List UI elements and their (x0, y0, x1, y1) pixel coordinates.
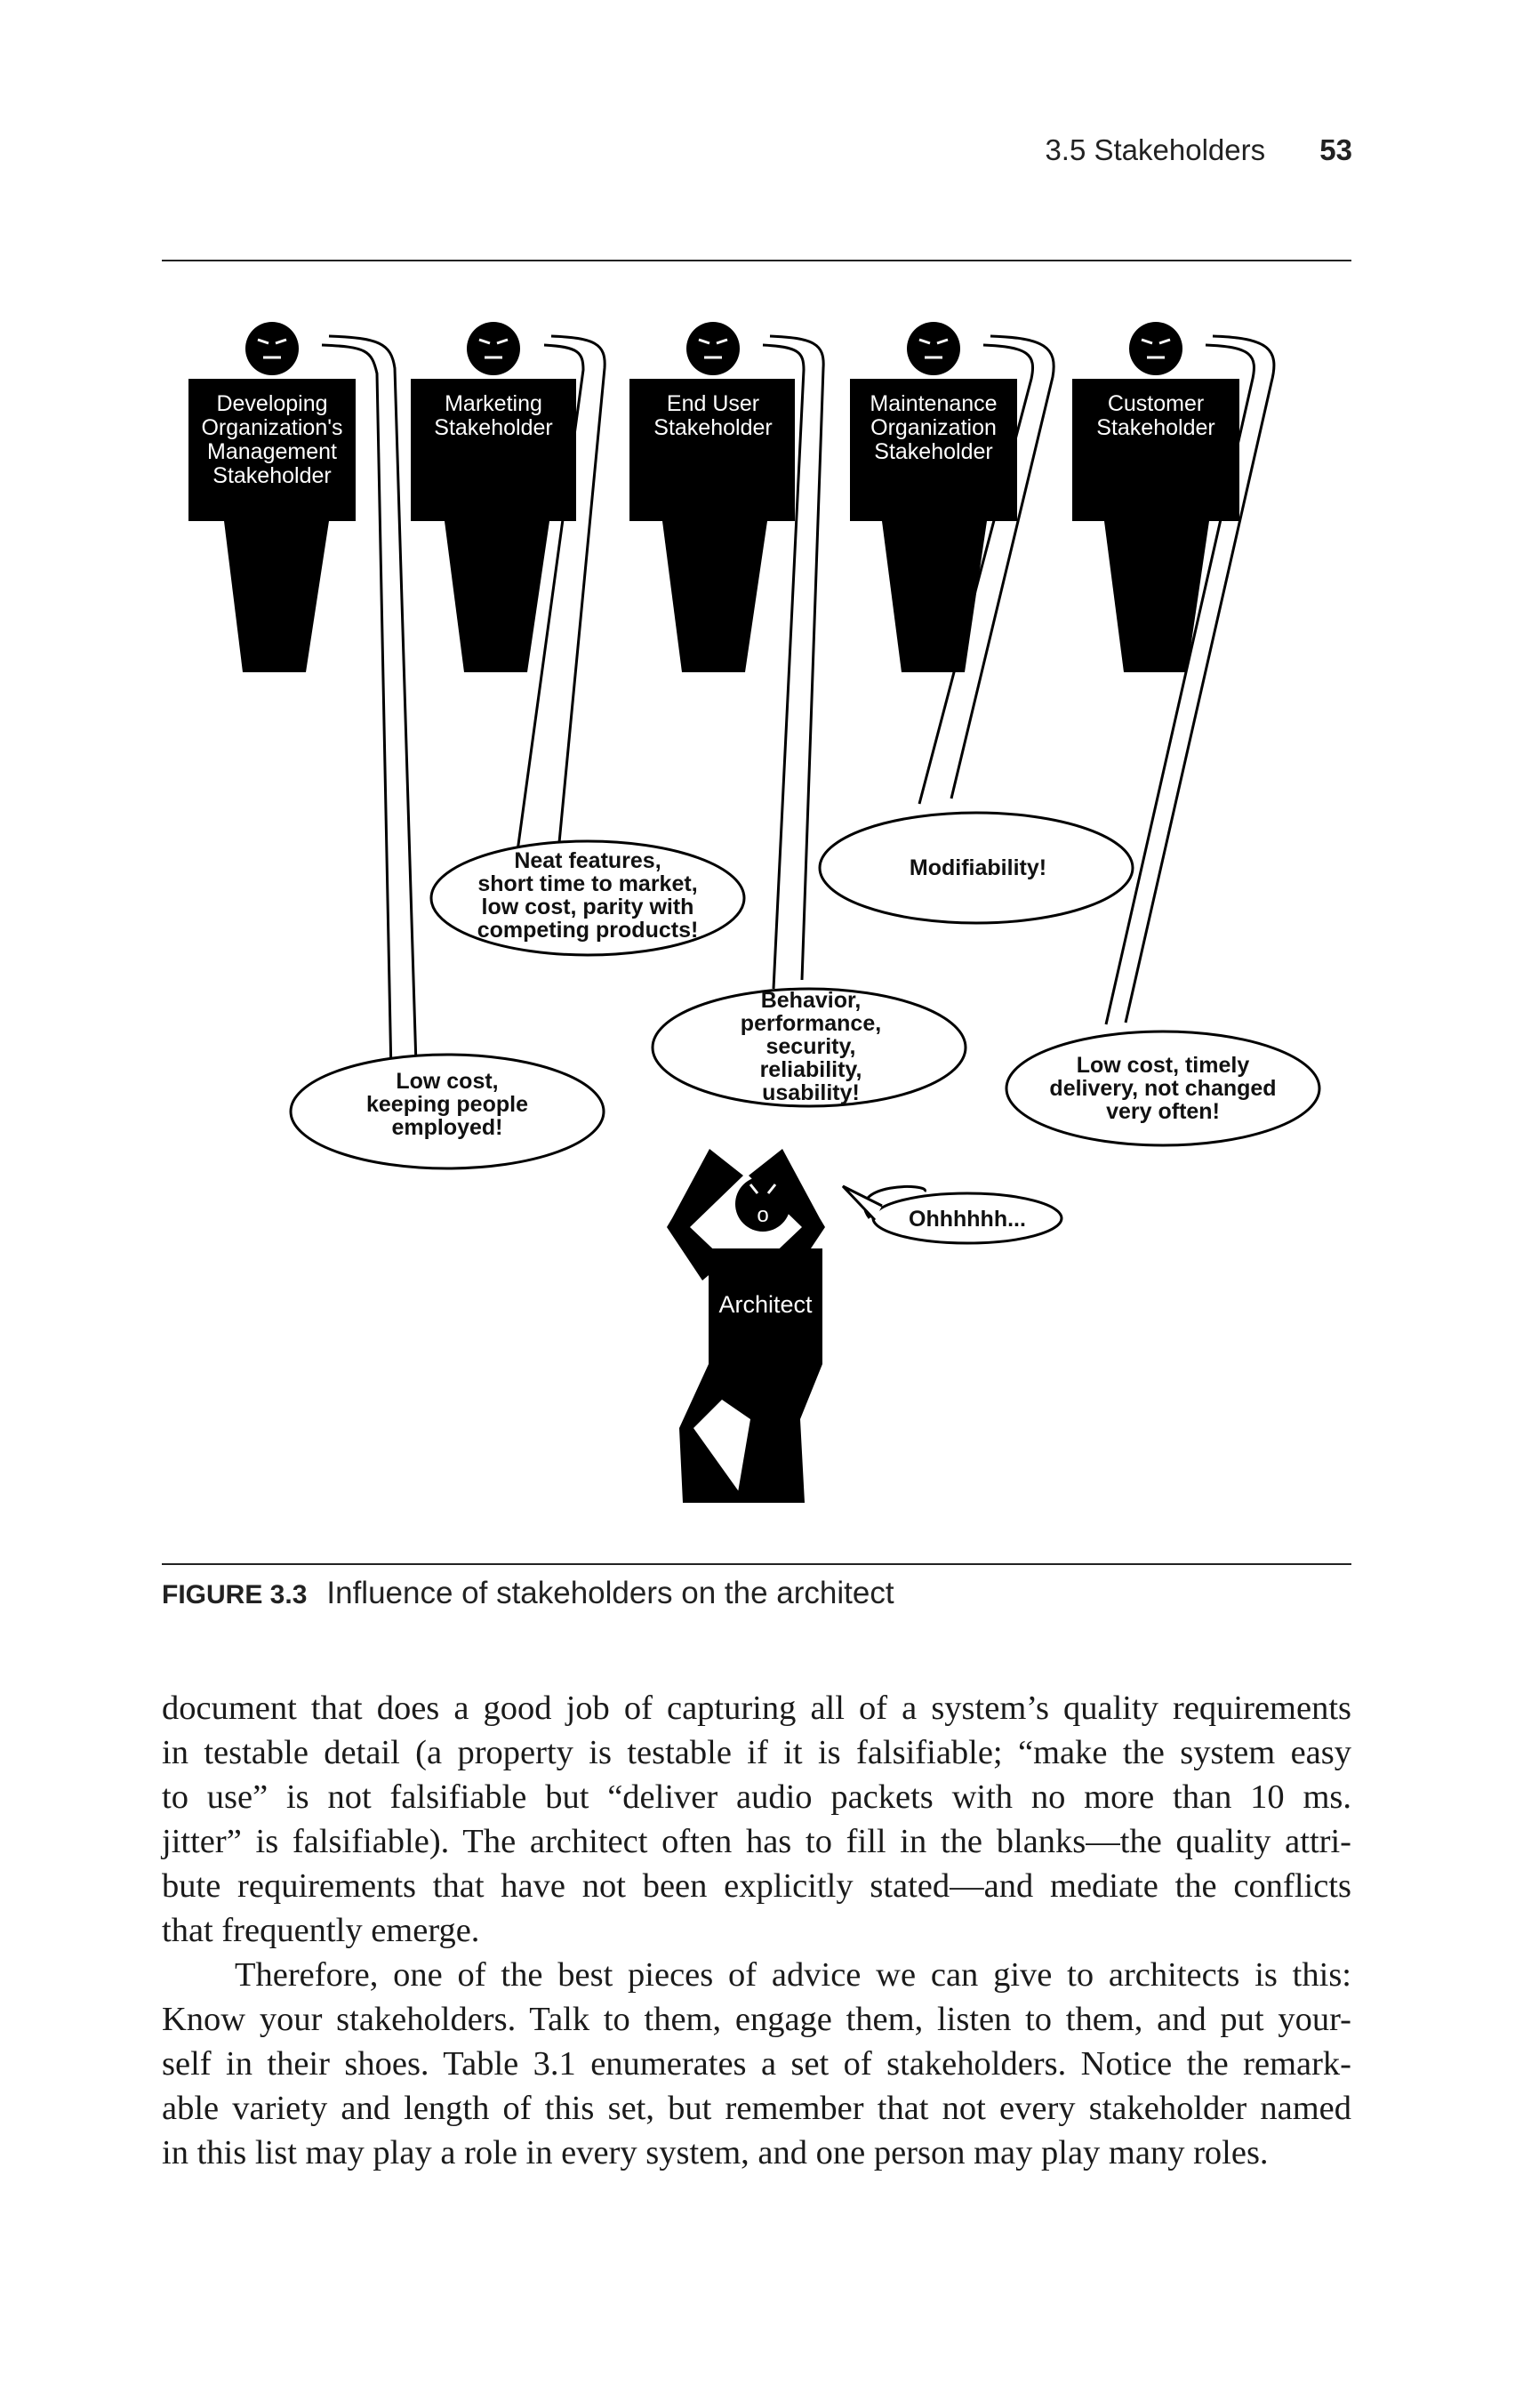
body-block (188, 379, 356, 521)
bubble-tail-line (550, 334, 606, 853)
stakeholder-label-customer: Stakeholder (1096, 415, 1214, 440)
head-icon (905, 320, 962, 377)
stakeholder-label-maintenance-org: Organization (870, 415, 997, 440)
stakeholder-label-end-user: Stakeholder (653, 415, 772, 440)
stakeholder-figure-developing-org-management (188, 320, 356, 672)
page-number: 53 (1319, 133, 1352, 166)
speech-bubble-text-maintenance-org: Modifiability! (910, 855, 1046, 880)
bubble-tail-line (1104, 343, 1255, 1025)
speech-bubble-text-marketing: low cost, parity with (482, 895, 694, 919)
body-line: to use” is not falsifiable but “deliver … (162, 1778, 1351, 1816)
speech-bubble-text-customer: delivery, not changed (1049, 1076, 1276, 1101)
speech-bubble-developing-org-management (289, 1053, 605, 1170)
speech-bubble-text-end-user: reliability, (760, 1057, 862, 1082)
top-rule (162, 260, 1351, 261)
head-icon (1127, 320, 1184, 377)
body-block (850, 379, 1017, 521)
stakeholder-figure-maintenance-org (850, 320, 1017, 672)
head-icon (244, 320, 301, 377)
bubble-tail-line (769, 334, 825, 981)
head-icon (465, 320, 522, 377)
speech-bubble-text-end-user: performance, (741, 1011, 881, 1036)
legs-shape (662, 521, 767, 672)
architect-figure: o Architect (667, 1149, 825, 1503)
architect-label: Architect (718, 1291, 813, 1318)
architect-mouth: o (757, 1203, 768, 1227)
running-head: 3.5 Stakeholders 53 (1045, 133, 1352, 167)
figure-caption-text: Influence of stakeholders on the archite… (326, 1576, 894, 1610)
bubble-tail-line (762, 343, 806, 990)
body-text: document that does a good job of capturi… (162, 1686, 1351, 2175)
stakeholder-label-developing-org-management: Stakeholder (212, 463, 331, 488)
bubble-tail-line (514, 343, 585, 865)
stakeholder-label-developing-org-management: Developing (216, 391, 327, 416)
speech-bubble-text-end-user: Behavior, (761, 988, 862, 1013)
stakeholder-figure-customer (1072, 320, 1239, 672)
body-block (629, 379, 795, 521)
speech-bubble-end-user (651, 987, 967, 1108)
stakeholder-label-developing-org-management: Organization's (201, 415, 342, 440)
architect-bubble-pointer (841, 1184, 883, 1222)
body-line: self in their shoes. Table 3.1 enumerate… (162, 2045, 1351, 2083)
speech-bubble-text-end-user: usability! (762, 1080, 860, 1105)
bubble-tail-line (1124, 334, 1276, 1023)
speech-bubble-text-marketing: competing products! (477, 918, 699, 943)
stakeholder-figure-end-user (629, 320, 795, 672)
figure-caption-label: FIGURE 3.3 (162, 1580, 308, 1609)
bubble-tail-line (950, 334, 1055, 799)
legs-shape (882, 521, 987, 672)
body-line: jitter” is falsifiable). The architect o… (162, 1823, 1351, 1860)
body-line: bute requirements that have not been exp… (162, 1867, 1351, 1905)
speech-bubble-marketing (429, 839, 746, 957)
speech-bubble-text-marketing: short time to market, (477, 871, 697, 896)
body-block (1072, 379, 1239, 521)
stakeholder-figure: DevelopingOrganization'sManagementStakeh… (188, 320, 1321, 1503)
legs-shape (445, 521, 549, 672)
stakeholder-label-developing-org-management: Management (207, 439, 337, 464)
running-head-section: 3.5 Stakeholders (1045, 133, 1266, 166)
architect-left-arm (667, 1149, 743, 1280)
speech-bubble-text-end-user: security, (766, 1034, 856, 1059)
architect-torso (709, 1248, 822, 1364)
speech-bubble-text-customer: Low cost, timely (1077, 1053, 1250, 1078)
architect-bubble-text: Ohhhhhh... (909, 1207, 1026, 1232)
head-icon (685, 320, 741, 377)
stakeholder-label-end-user: End User (667, 391, 759, 416)
body-line: able variety and length of this set, but… (162, 2090, 1351, 2127)
legs-shape (1104, 521, 1209, 672)
body-line: document that does a good job of capturi… (162, 1690, 1351, 1727)
speech-bubble-text-developing-org-management: keeping people (366, 1092, 528, 1117)
stakeholder-label-marketing: Stakeholder (434, 415, 552, 440)
body-line: that frequently emerge. (162, 1912, 480, 1949)
figure-caption: FIGURE 3.3 Influence of stakeholders on t… (162, 1576, 894, 1611)
bubble-tail-line (918, 343, 1034, 805)
speech-bubble-text-customer: very often! (1106, 1099, 1220, 1124)
body-block (411, 379, 576, 521)
stakeholder-figure-marketing (411, 320, 576, 672)
body-line: Know your stakeholders. Talk to them, en… (162, 2001, 1351, 2038)
stakeholder-label-maintenance-org: Stakeholder (874, 439, 992, 464)
body-line: Therefore, one of the best pieces of adv… (235, 1956, 1351, 1994)
stakeholder-label-customer: Customer (1108, 391, 1204, 416)
architect-legs (679, 1364, 822, 1503)
body-line: in this list may play a role in every sy… (162, 2134, 1269, 2171)
caption-rule (162, 1563, 1351, 1565)
speech-bubble-text-marketing: Neat features, (514, 848, 661, 873)
body-line: in testable detail (a property is testab… (162, 1734, 1351, 1771)
speech-bubble-customer (1005, 1030, 1321, 1147)
speech-bubble-text-developing-org-management: Low cost, (396, 1069, 498, 1094)
architect-head-icon (735, 1176, 790, 1232)
stakeholder-label-maintenance-org: Maintenance (870, 391, 997, 416)
architect-eyes (749, 1184, 777, 1194)
bubble-tail-line (321, 343, 393, 1075)
legs-shape (224, 521, 329, 672)
bubble-tail-line (328, 334, 418, 1066)
speech-bubble-maintenance-org (818, 811, 1134, 925)
stakeholder-label-marketing: Marketing (445, 391, 542, 416)
speech-bubble-text-developing-org-management: employed! (391, 1115, 502, 1140)
